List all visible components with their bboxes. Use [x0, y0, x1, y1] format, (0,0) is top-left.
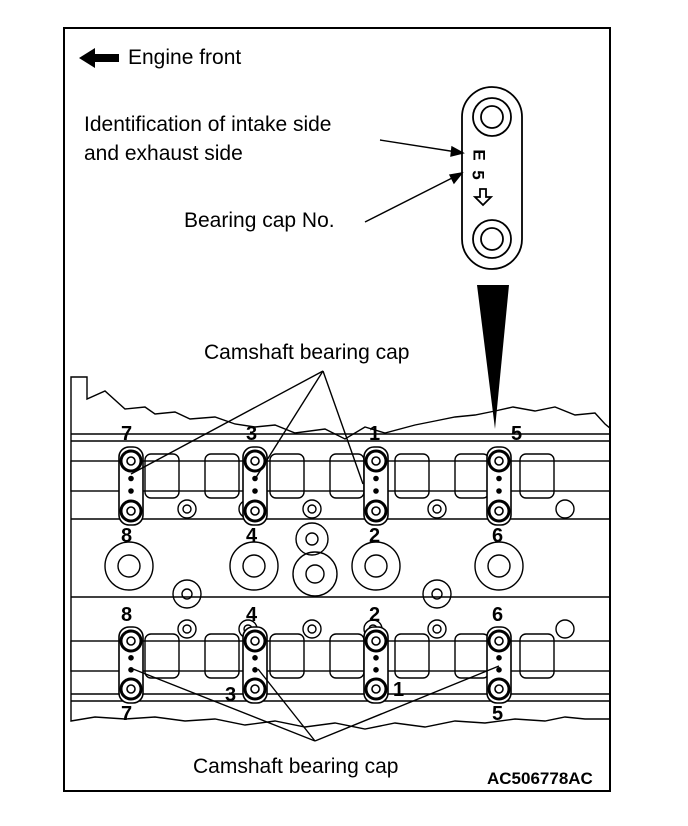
cap-number-upper-outer-3: 1 [369, 423, 381, 445]
cap-marking-dot [496, 488, 502, 494]
cap-number-upper-outer-2: 3 [246, 423, 258, 445]
cap-number-lower-outer-2: 3 [225, 684, 237, 706]
identification-label-line1: Identification of intake side [84, 113, 332, 136]
front-arrow-icon [79, 48, 119, 68]
cap-number-upper-inner-2: 4 [246, 525, 258, 547]
cap-marking-dot [373, 488, 379, 494]
cap-bolt-center [250, 684, 260, 694]
cap-bolt-center [494, 456, 504, 466]
cap-bolt-center [250, 506, 260, 516]
cap-number-lower-inner-4: 6 [492, 604, 504, 626]
bearing-cap-no-label: Bearing cap No. [184, 209, 335, 232]
cap-marking-dot [496, 475, 502, 482]
cap-number-lower-outer-1: 7 [121, 703, 133, 725]
cap-bolt-center [371, 684, 381, 694]
inset-cap-number: 5 [468, 170, 488, 180]
inset-side-letter: E [469, 149, 489, 161]
cap-number-upper-inner-3: 2 [369, 525, 381, 547]
cap-bolt-center [126, 684, 136, 694]
camshaft-bearing-cap-label-bottom: Camshaft bearing cap [193, 755, 399, 778]
leader-lines [130, 139, 500, 742]
cap-bolt-center [250, 636, 260, 646]
cap-number-lower-outer-3: 1 [393, 679, 405, 701]
camshaft-bearing-cap-label-top: Camshaft bearing cap [204, 341, 410, 364]
cap-marking-dot [252, 488, 258, 494]
cap-number-upper-outer-1: 7 [121, 423, 133, 445]
cap-number-upper-outer-4: 5 [511, 423, 523, 445]
cap-marking-dot [252, 654, 258, 661]
cylinder-head-drawing [70, 48, 609, 742]
cap-marking-dot [373, 654, 379, 661]
cap-bolt-center [126, 456, 136, 466]
cap-marking-dot [373, 666, 379, 673]
cap-bolt-center [371, 456, 381, 466]
figure-frame: Engine front Identification of intake si… [63, 27, 611, 792]
cap-number-upper-inner-1: 8 [121, 525, 133, 547]
cap-marking-dot [373, 475, 379, 482]
cap-marking-dot [128, 488, 134, 494]
cap-marking-dot [252, 666, 258, 673]
bearing-cap-inset [461, 86, 523, 429]
bearing-caps [118, 446, 512, 704]
engine-front-label: Engine front [128, 46, 242, 69]
cap-bolt-center [494, 684, 504, 694]
cap-bolt-center [250, 456, 260, 466]
cap-bolt-center [126, 636, 136, 646]
cap-bolt-center [126, 506, 136, 516]
figure-code: AC506778AC [487, 769, 593, 788]
cap-marking-dot [128, 475, 134, 482]
cap-number-lower-inner-2: 4 [246, 604, 258, 626]
cap-marking-dot [496, 654, 502, 661]
identification-label-line2: and exhaust side [84, 142, 243, 165]
cap-number-lower-outer-4: 5 [492, 703, 504, 725]
cap-bolt-center [494, 636, 504, 646]
cap-bolt-center [371, 506, 381, 516]
cylinder-head [70, 376, 609, 730]
cap-number-lower-inner-3: 2 [369, 604, 381, 626]
cap-marking-dot [496, 666, 502, 673]
cap-bolt-center [371, 636, 381, 646]
cap-bolt-center [494, 506, 504, 516]
cap-number-lower-inner-1: 8 [121, 604, 133, 626]
cap-number-upper-inner-4: 6 [492, 525, 504, 547]
cap-marking-dot [128, 666, 134, 673]
cap-marking-dot [128, 654, 134, 661]
